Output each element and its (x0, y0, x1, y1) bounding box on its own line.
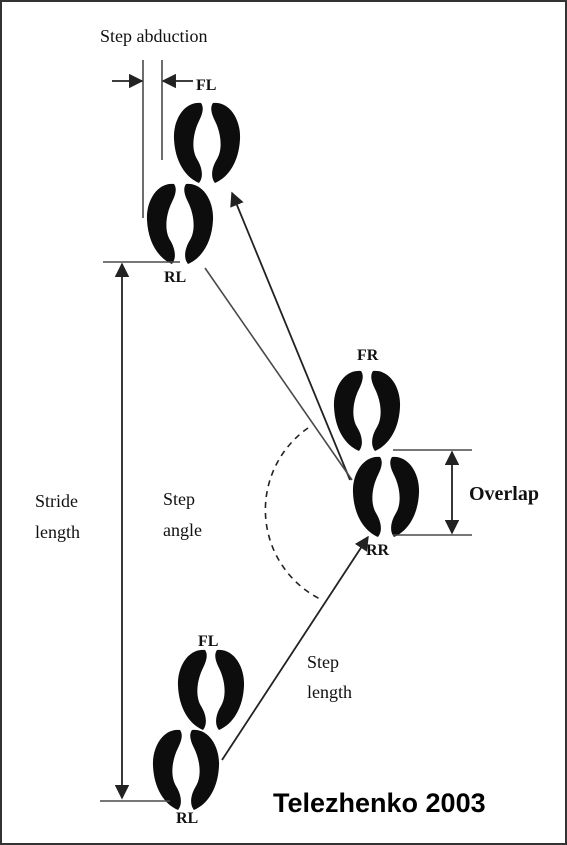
label-rl-top: RL (164, 269, 186, 286)
hoof-print-rl-top (146, 183, 214, 264)
label-fl-top: FL (196, 77, 216, 94)
hoof-print-fl-bottom (177, 649, 245, 730)
hoof-print-rl-bottom (152, 729, 220, 810)
citation: Telezhenko 2003 (273, 788, 486, 818)
hoof-print-fl-top (173, 102, 241, 183)
label-rl-bottom: RL (176, 810, 198, 827)
hoof-print-rr (352, 456, 420, 537)
step-vector-rr-to-fl (230, 191, 351, 481)
label-fr: FR (357, 347, 379, 364)
label-step-length-line2: length (307, 682, 352, 702)
label-fl-bottom: FL (198, 633, 218, 650)
label-step-length-line1: Step (307, 652, 339, 672)
step-angle-arc (264, 427, 323, 601)
label-step-abduction: Step abduction (100, 26, 207, 46)
hoof-print-fr (333, 370, 401, 451)
label-overlap: Overlap (469, 483, 539, 505)
label-stride-line1: Stride (35, 491, 78, 511)
label-rr: RR (366, 542, 390, 559)
label-stride-line2: length (35, 522, 80, 542)
step-length-arrow (221, 535, 369, 761)
step-vector-rl-to-rr (204, 267, 353, 481)
label-step-angle-line1: Step (163, 489, 195, 509)
label-step-angle-line2: angle (163, 520, 202, 540)
